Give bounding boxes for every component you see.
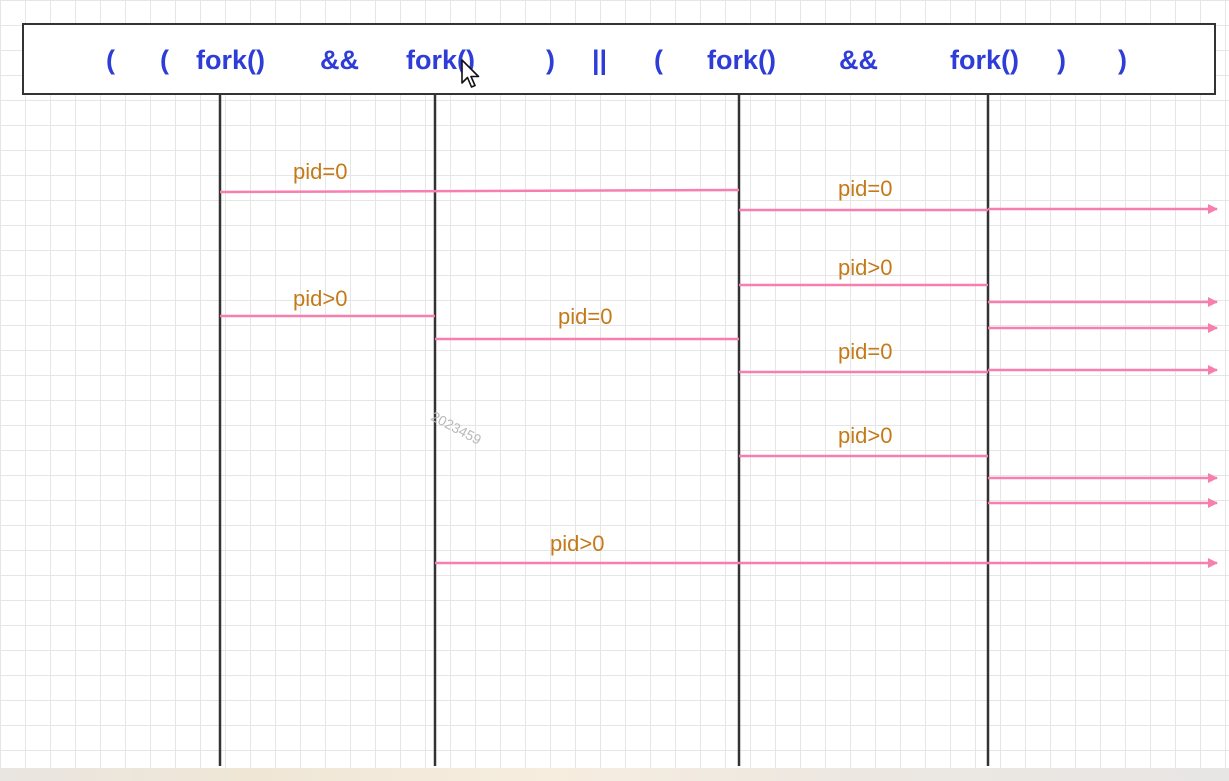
and-operator-2: &&: [839, 45, 878, 75]
label-pid0-right-mid: pid=0: [838, 339, 892, 364]
fork-call-3: fork(): [707, 45, 776, 75]
label-pid-gt0-left: pid>0: [293, 286, 347, 311]
close-paren-outer: ): [1118, 45, 1127, 75]
label-pid-gt0-right-1: pid>0: [838, 255, 892, 280]
expression-box: [22, 23, 1216, 95]
label-pid0-middle: pid=0: [558, 304, 612, 329]
fork-call-1: fork(): [196, 45, 265, 75]
close-paren-right: ): [1057, 45, 1066, 75]
label-pid-gt0-right-2: pid>0: [838, 423, 892, 448]
bottom-edge-strip: [0, 768, 1229, 781]
label-pid0-top: pid=0: [293, 159, 347, 184]
process-edges: [219, 188, 1218, 568]
and-operator-1: &&: [320, 45, 359, 75]
lifelines: [218, 93, 990, 766]
label-pid-gt0-bottom: pid>0: [550, 531, 604, 556]
mouse-pointer-icon: [461, 59, 480, 88]
open-paren-right: (: [654, 45, 663, 75]
close-paren-inner: ): [546, 45, 555, 75]
edge-pid0-a: [219, 188, 740, 194]
fork-call-4: fork(): [950, 45, 1019, 75]
edge-labels: pid=0 pid=0 pid>0 pid>0 pid=0 pid=0 pid>…: [293, 159, 892, 556]
open-paren-outer: (: [106, 45, 115, 75]
or-operator: ||: [592, 45, 608, 75]
open-paren-inner: (: [160, 45, 169, 75]
label-pid0-right-top: pid=0: [838, 176, 892, 201]
